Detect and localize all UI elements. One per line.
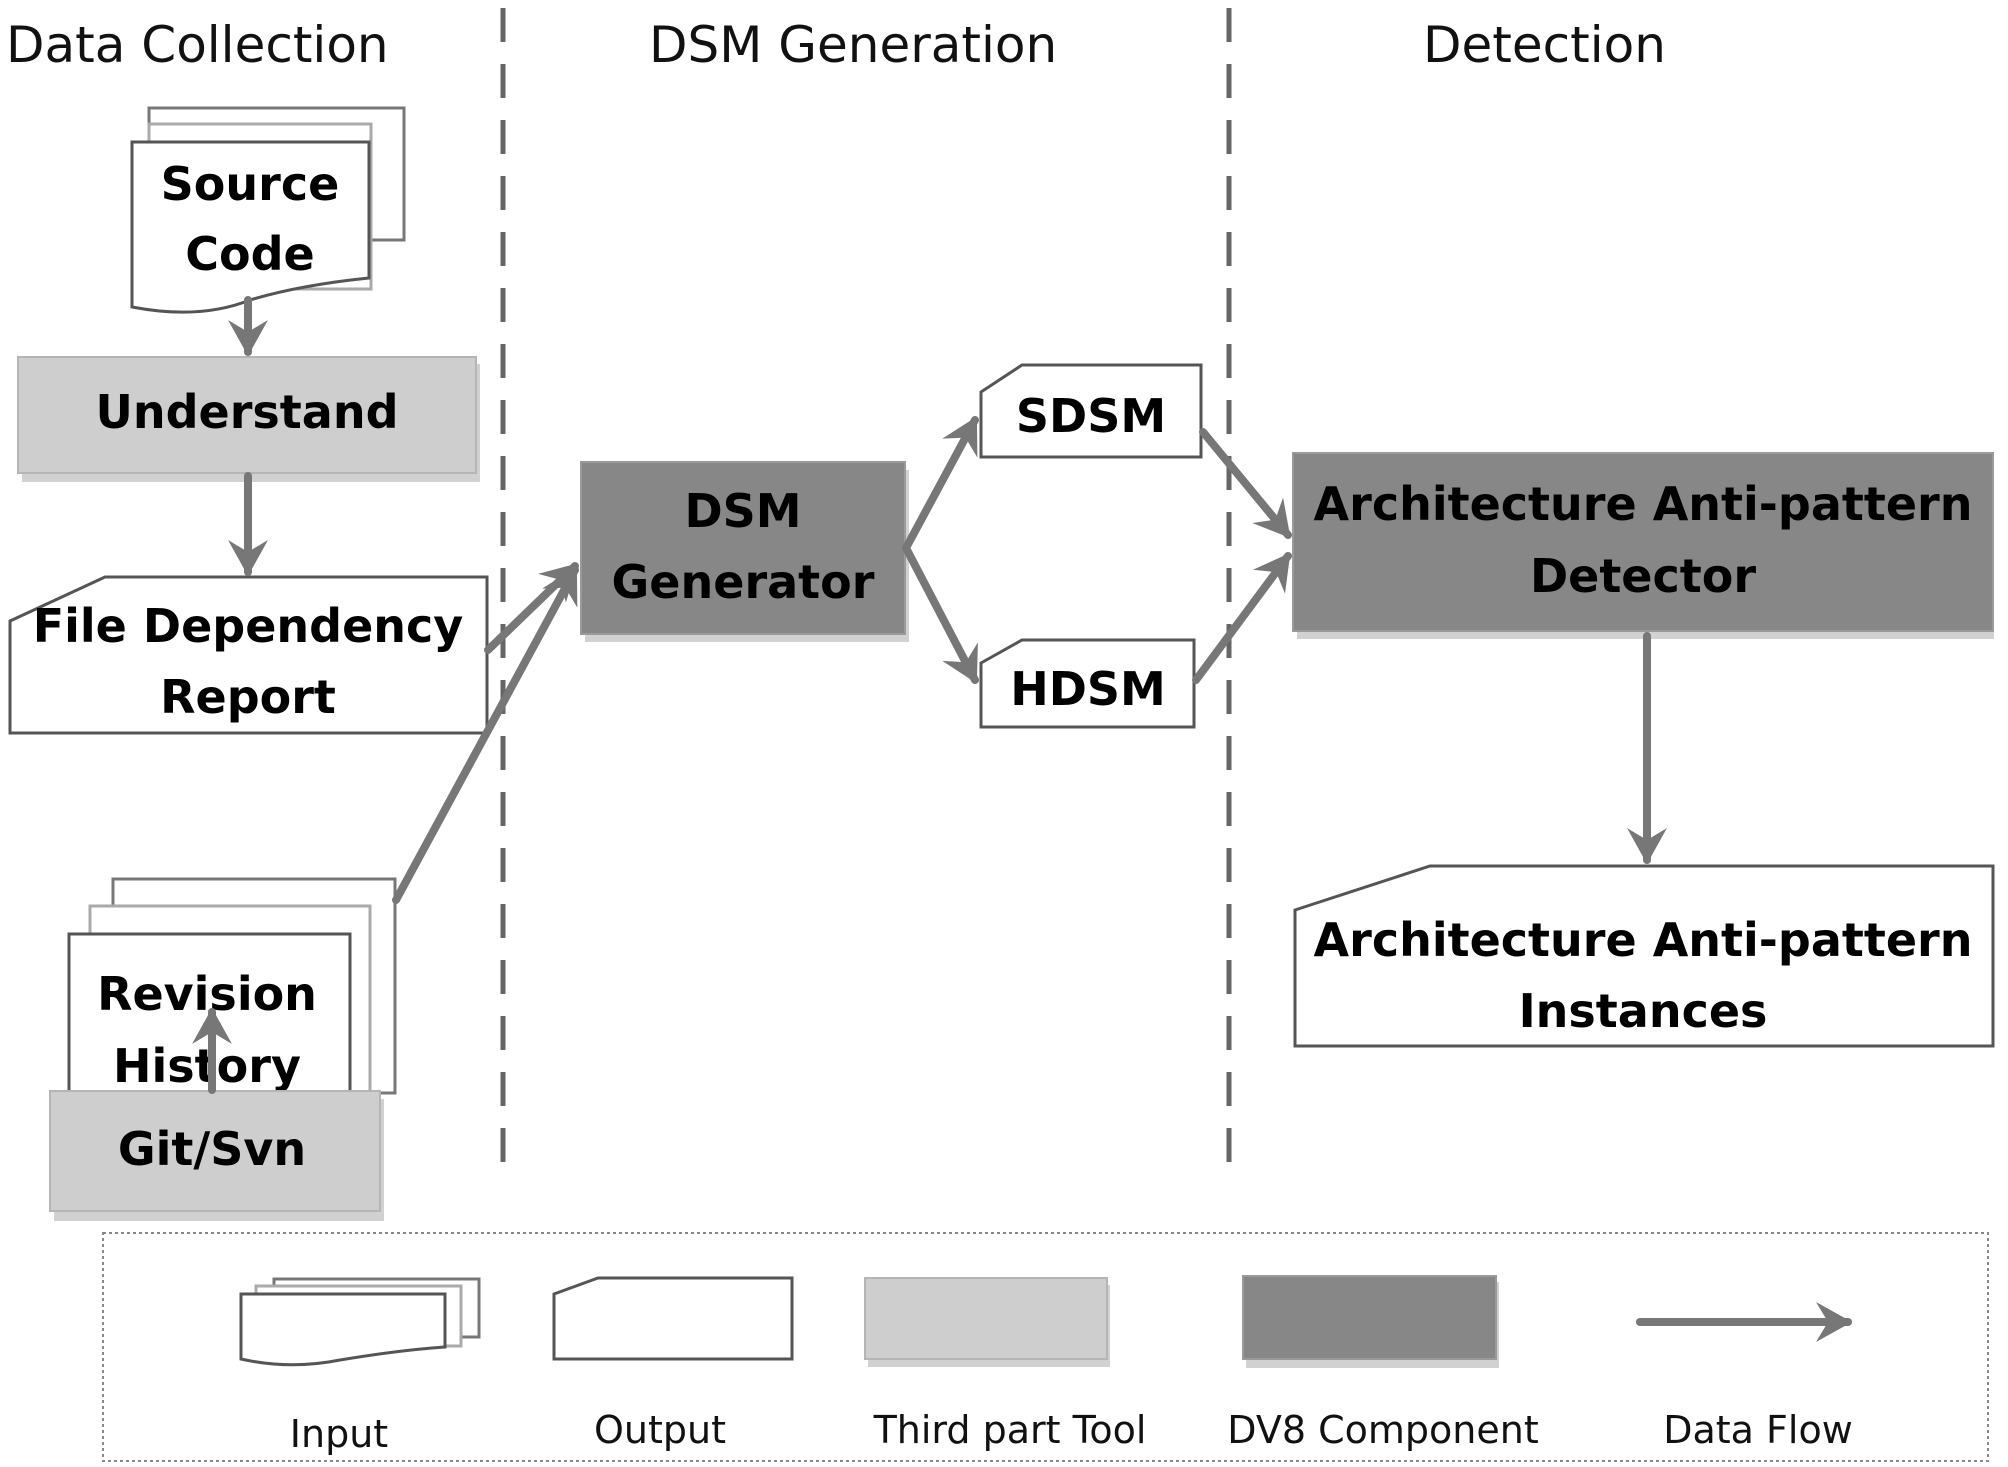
legend-label-input: Input	[290, 1412, 388, 1456]
node-git-svn-label: Git/Svn	[118, 1122, 306, 1176]
legend-label-data-flow: Data Flow	[1663, 1408, 1853, 1452]
node-fdr-line1: File Dependency	[33, 599, 464, 653]
node-file-dependency-report: File Dependency Report	[8, 575, 489, 735]
node-source-code-line2: Code	[185, 227, 315, 281]
edge-revision-history-to-dsm-generator	[392, 566, 579, 904]
node-instances: Architecture Anti-pattern Instances	[1293, 864, 1995, 1048]
node-revision-history-line2: History	[113, 1039, 301, 1093]
node-source-code: Source Code	[130, 106, 406, 314]
node-revision-history-line1: Revision	[97, 967, 317, 1021]
legend-item-output: Output	[552, 1276, 794, 1452]
node-instances-line1: Architecture Anti-pattern	[1314, 913, 1973, 967]
node-git-svn: Git/Svn	[49, 1090, 384, 1221]
legend-label-dv8-component: DV8 Component	[1227, 1408, 1538, 1452]
edge-dsm-generator-to-sdsm	[902, 416, 979, 552]
node-hdsm-label: HDSM	[1010, 662, 1166, 716]
node-dsm-generator: DSM Generator	[580, 461, 909, 642]
node-dsm-generator-line1: DSM	[684, 484, 801, 538]
node-detector: Architecture Anti-pattern Detector	[1292, 452, 1994, 639]
legend-item-input: Input	[239, 1277, 481, 1456]
node-dsm-generator-line2: Generator	[612, 555, 875, 609]
legend: Input Output Third part Tool DV8 Compone…	[102, 1232, 1989, 1462]
node-detector-line2: Detector	[1530, 549, 1756, 603]
node-instances-line2: Instances	[1519, 984, 1768, 1038]
phase-header-detection: Detection	[1423, 16, 1666, 74]
legend-item-third-party-tool: Third part Tool	[864, 1277, 1147, 1452]
node-understand: Understand	[17, 356, 480, 482]
node-fdr-line2: Report	[160, 670, 336, 724]
node-sdsm-label: SDSM	[1016, 389, 1166, 443]
edge-sdsm-to-detector	[1199, 428, 1292, 539]
node-hdsm: HDSM	[979, 638, 1196, 729]
node-understand-label: Understand	[96, 385, 399, 439]
legend-label-output: Output	[594, 1408, 726, 1452]
edge-dsm-generator-to-hdsm	[902, 544, 979, 684]
node-detector-line1: Architecture Anti-pattern	[1314, 477, 1973, 531]
legend-item-data-flow: Data Flow	[1636, 1302, 1853, 1452]
node-sdsm: SDSM	[979, 363, 1203, 459]
edge-hdsm-to-detector	[1192, 552, 1292, 684]
phase-header-dsm-generation: DSM Generation	[649, 16, 1057, 74]
legend-label-third-party-tool: Third part Tool	[873, 1408, 1147, 1452]
legend-item-dv8-component: DV8 Component	[1227, 1275, 1539, 1452]
node-source-code-line1: Source	[161, 157, 340, 211]
phase-header-data-collection: Data Collection	[6, 16, 389, 74]
